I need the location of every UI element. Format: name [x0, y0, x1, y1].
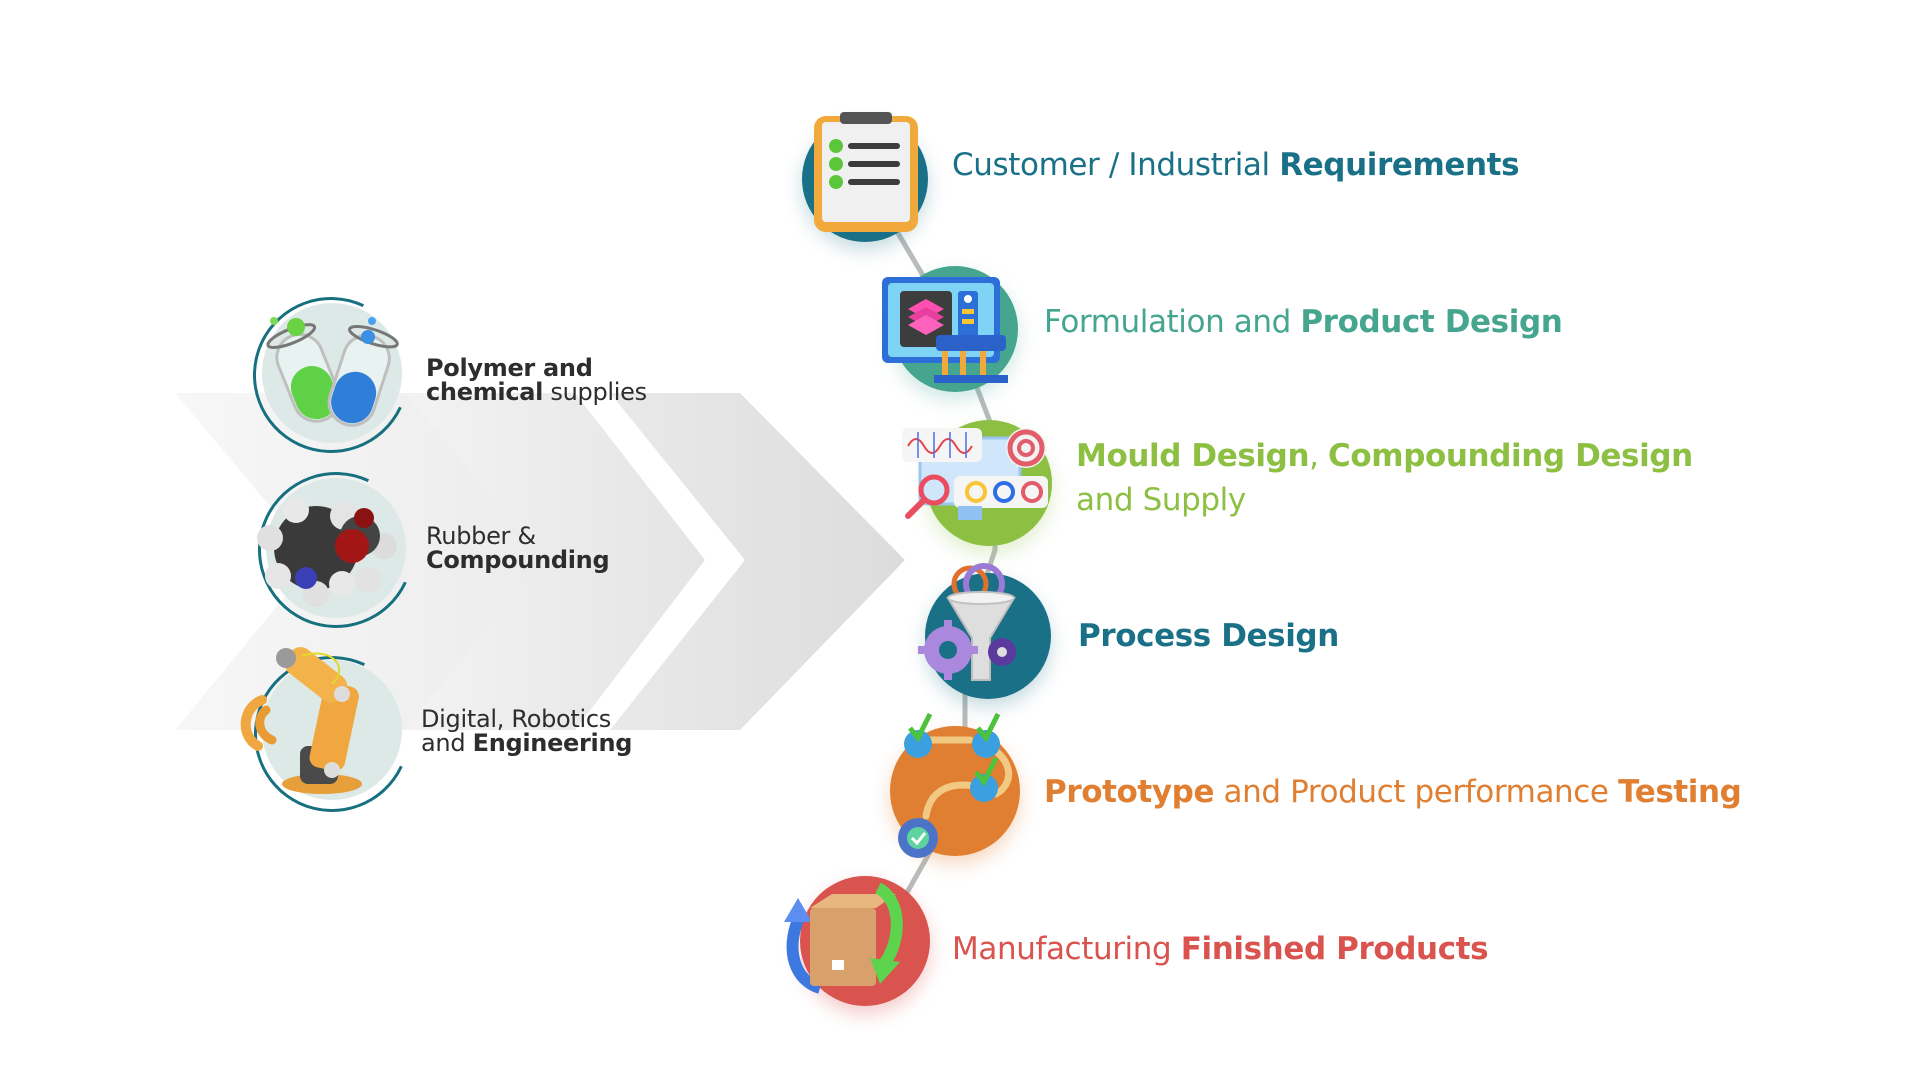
input-label-polymer: Polymer and chemical supplies: [426, 356, 647, 404]
molecule-icon: [257, 497, 397, 607]
label-regular-text: and Supply: [1076, 482, 1246, 518]
step-label-mould: Mould Design, Compounding Design and Sup…: [1076, 434, 1693, 522]
step-label-formulation: Formulation and Product Design: [1044, 300, 1563, 344]
input-label-rubber: Rubber & Compounding: [426, 522, 610, 574]
label-regular-text: Formulation and: [1044, 304, 1301, 340]
label-regular-text: Digital, Robotics: [421, 705, 611, 733]
label-regular-text: supplies: [543, 378, 647, 406]
analytics-dashboard-icon: [902, 428, 1048, 520]
label-bold-text: chemical: [426, 378, 544, 406]
label-regular-text: and: [421, 729, 473, 757]
label-bold-text: Mould Design: [1076, 438, 1310, 474]
label-regular-text: Customer / Industrial: [952, 147, 1280, 183]
label-bold-text: Polymer and: [426, 354, 593, 382]
input-label-digital: Digital, Robotics and Engineering: [421, 707, 632, 755]
label-bold-text: Process Design: [1078, 618, 1339, 654]
design-monitor-icon: [882, 277, 1008, 383]
step-label-process: Process Design: [1078, 614, 1339, 658]
label-bold-text: Requirements: [1279, 147, 1520, 183]
label-bold-text: Prototype: [1044, 774, 1215, 810]
label-bold-text: Compounding: [426, 546, 610, 574]
label-regular-text: Manufacturing: [952, 931, 1181, 967]
label-bold-text: Testing: [1618, 774, 1742, 810]
label-regular-text: and Product performance: [1214, 774, 1619, 810]
label-bold-text: Product Design: [1300, 304, 1563, 340]
step-label-prototype: Prototype and Product performance Testin…: [1044, 770, 1742, 814]
chevron-2: [405, 393, 705, 730]
step-label-requirements: Customer / Industrial Requirements: [952, 143, 1520, 187]
label-bold-text: Engineering: [472, 729, 633, 757]
label-bold-text: Compounding Design: [1328, 438, 1693, 474]
test-tubes-icon: [266, 317, 399, 427]
funnel-gears-icon: [918, 563, 1016, 681]
workflow-gears-icon: [898, 712, 1013, 858]
label-bold-text: Finished Products: [1180, 931, 1489, 967]
label-regular-text: Rubber &: [426, 522, 536, 550]
label-regular-text: ,: [1309, 438, 1329, 474]
step-label-manufacturing: Manufacturing Finished Products: [952, 927, 1489, 971]
box-cycle-icon: [784, 882, 903, 994]
clipboard-checklist-icon: [814, 112, 918, 232]
robot-arm-icon: [240, 647, 362, 794]
chevron-3: [610, 393, 905, 730]
